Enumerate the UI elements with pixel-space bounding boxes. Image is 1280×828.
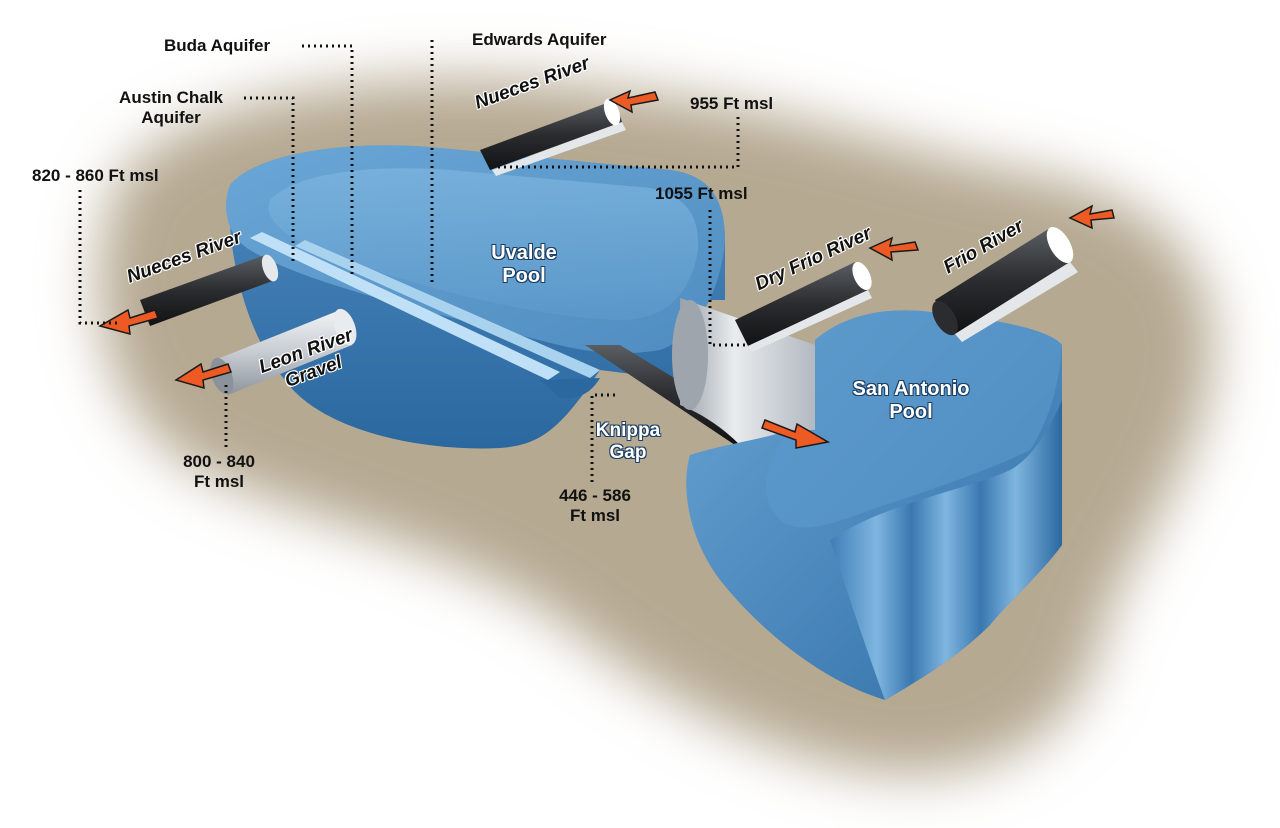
leader-446 bbox=[590, 393, 615, 482]
knippa-gap-label: Knippa Gap bbox=[595, 420, 661, 463]
austin-chalk-aquifer-label: Austin Chalk Aquifer bbox=[119, 88, 223, 127]
dry-frio-pipe bbox=[735, 261, 872, 352]
elevation-446-586-label: 446 - 586 Ft msl bbox=[559, 486, 631, 525]
san-antonio-pool-shape bbox=[686, 310, 1062, 700]
leader-buda bbox=[302, 44, 354, 275]
arrow-nueces-upper bbox=[608, 89, 660, 114]
edwards-aquifer-label: Edwards Aquifer bbox=[472, 30, 607, 49]
leon-river-pipe bbox=[210, 308, 357, 395]
aquifer-channel bbox=[250, 232, 600, 399]
nueces-upper-pipe bbox=[480, 98, 626, 176]
arrow-leon bbox=[174, 362, 232, 390]
nueces-lower-pipe bbox=[140, 254, 279, 326]
arrow-knippa bbox=[761, 419, 831, 449]
leader-austin-chalk bbox=[244, 96, 295, 262]
elevation-955-label: 955 Ft msl bbox=[690, 94, 774, 113]
uvalde-pool-shape bbox=[226, 145, 725, 449]
san-antonio-pool-label: San Antonio Pool bbox=[852, 378, 970, 423]
frio-pipe bbox=[932, 226, 1078, 342]
buda-aquifer-label: Buda Aquifer bbox=[164, 36, 271, 55]
leader-955 bbox=[495, 117, 740, 169]
leader-lines bbox=[78, 40, 748, 482]
elevation-820-860-label: 820 - 860 Ft msl bbox=[32, 166, 159, 185]
uvalde-pool-label: Uvalde Pool bbox=[491, 242, 557, 287]
elevation-1055-label: 1055 Ft msl bbox=[655, 184, 748, 203]
flow-arrows bbox=[98, 89, 1115, 449]
elevation-800-840-label: 800 - 840 Ft msl bbox=[183, 452, 255, 491]
leader-820 bbox=[78, 190, 120, 325]
arrow-dry-frio bbox=[868, 236, 920, 262]
arrow-nueces-lower bbox=[98, 308, 159, 336]
arrow-frio bbox=[1068, 204, 1115, 230]
